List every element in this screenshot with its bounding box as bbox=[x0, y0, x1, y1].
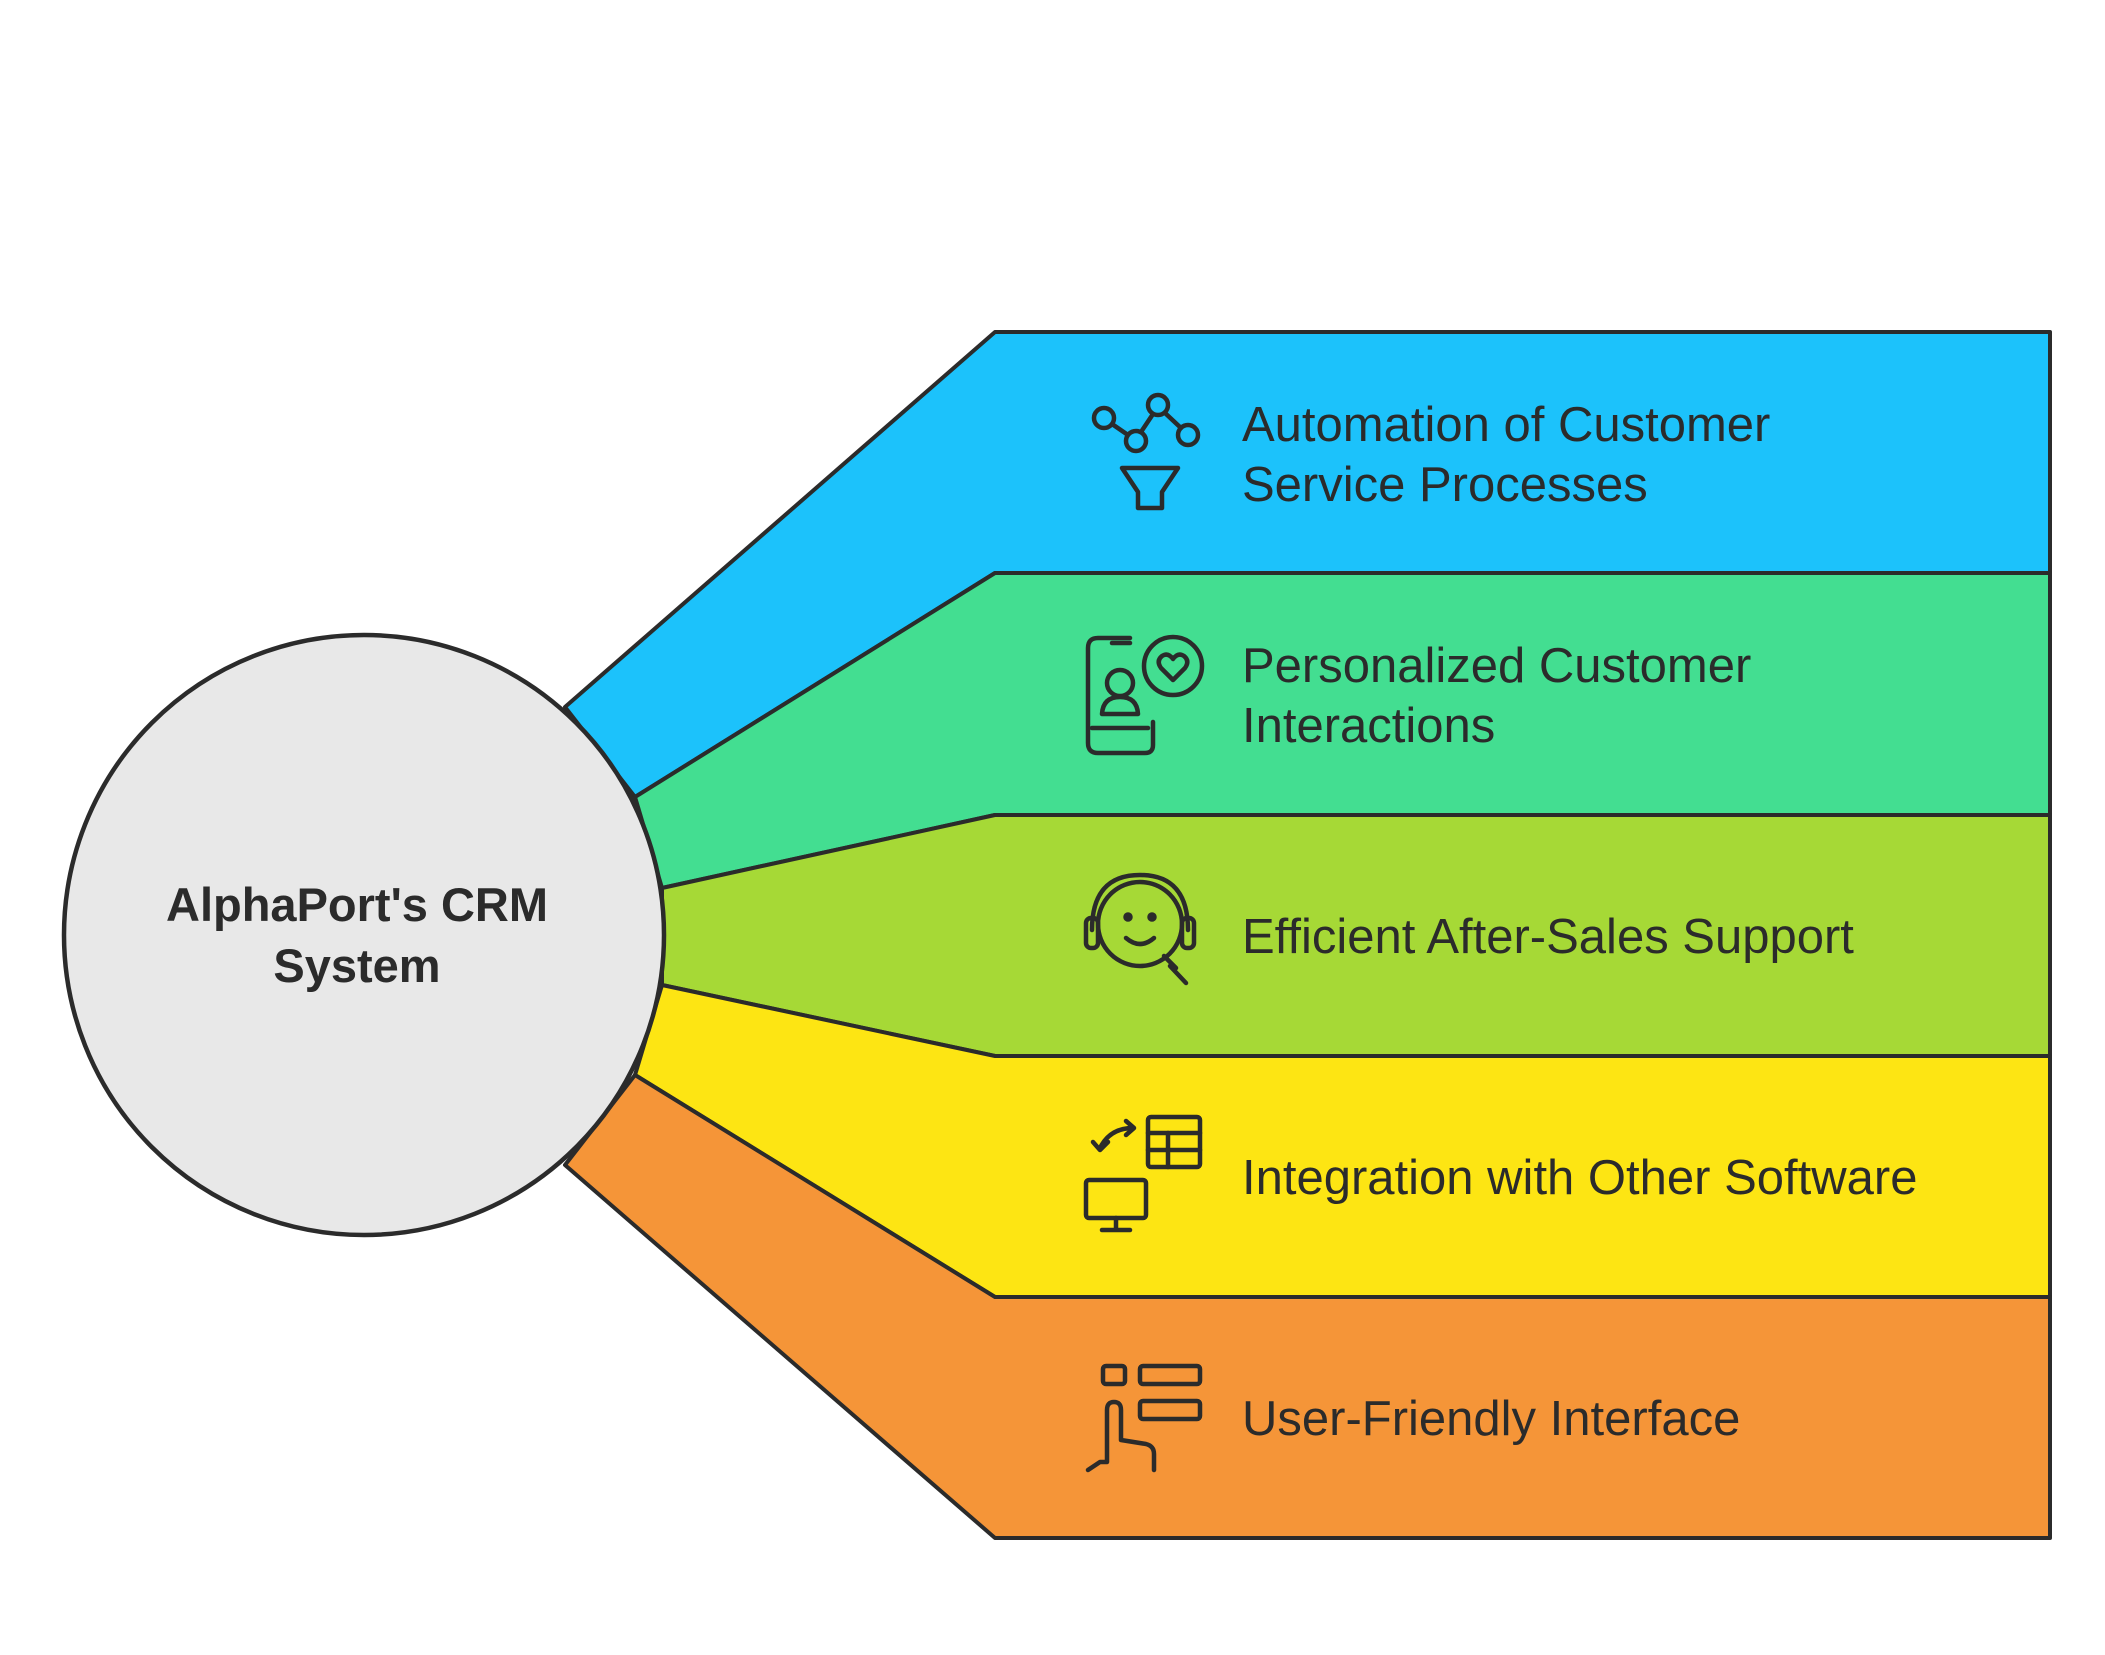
branch-label-automation-line1: Automation of Customer bbox=[1242, 398, 1770, 452]
center-title-line2: System bbox=[273, 939, 440, 992]
workflow-funnel-icon bbox=[1091, 392, 1201, 511]
user-phone-heart-icon bbox=[1085, 634, 1205, 756]
touch-interface-icon bbox=[1085, 1363, 1203, 1473]
branch-label-automation-line2: Service Processes bbox=[1242, 458, 1648, 512]
center-title-line1: AlphaPort's CRM bbox=[166, 878, 548, 931]
branch-labels: Automation of Customer Service Processes… bbox=[1242, 398, 1917, 1446]
branch-band-interface bbox=[563, 1073, 2052, 1540]
branch-label-integration: Integration with Other Software bbox=[1242, 1151, 1917, 1205]
branch-label-interface: User-Friendly Interface bbox=[1242, 1392, 1740, 1446]
branch-bands bbox=[563, 330, 2052, 1540]
center-circle bbox=[61, 632, 667, 1238]
integration-monitor-table-icon bbox=[1083, 1114, 1203, 1233]
branch-label-personalized-line1: Personalized Customer bbox=[1242, 639, 1751, 693]
branch-label-after-sales: Efficient After-Sales Support bbox=[1242, 910, 1854, 964]
branch-label-personalized-line2: Interactions bbox=[1242, 699, 1495, 753]
support-headset-icon bbox=[1083, 872, 1197, 986]
center-node: AlphaPort's CRM System bbox=[61, 632, 667, 1238]
